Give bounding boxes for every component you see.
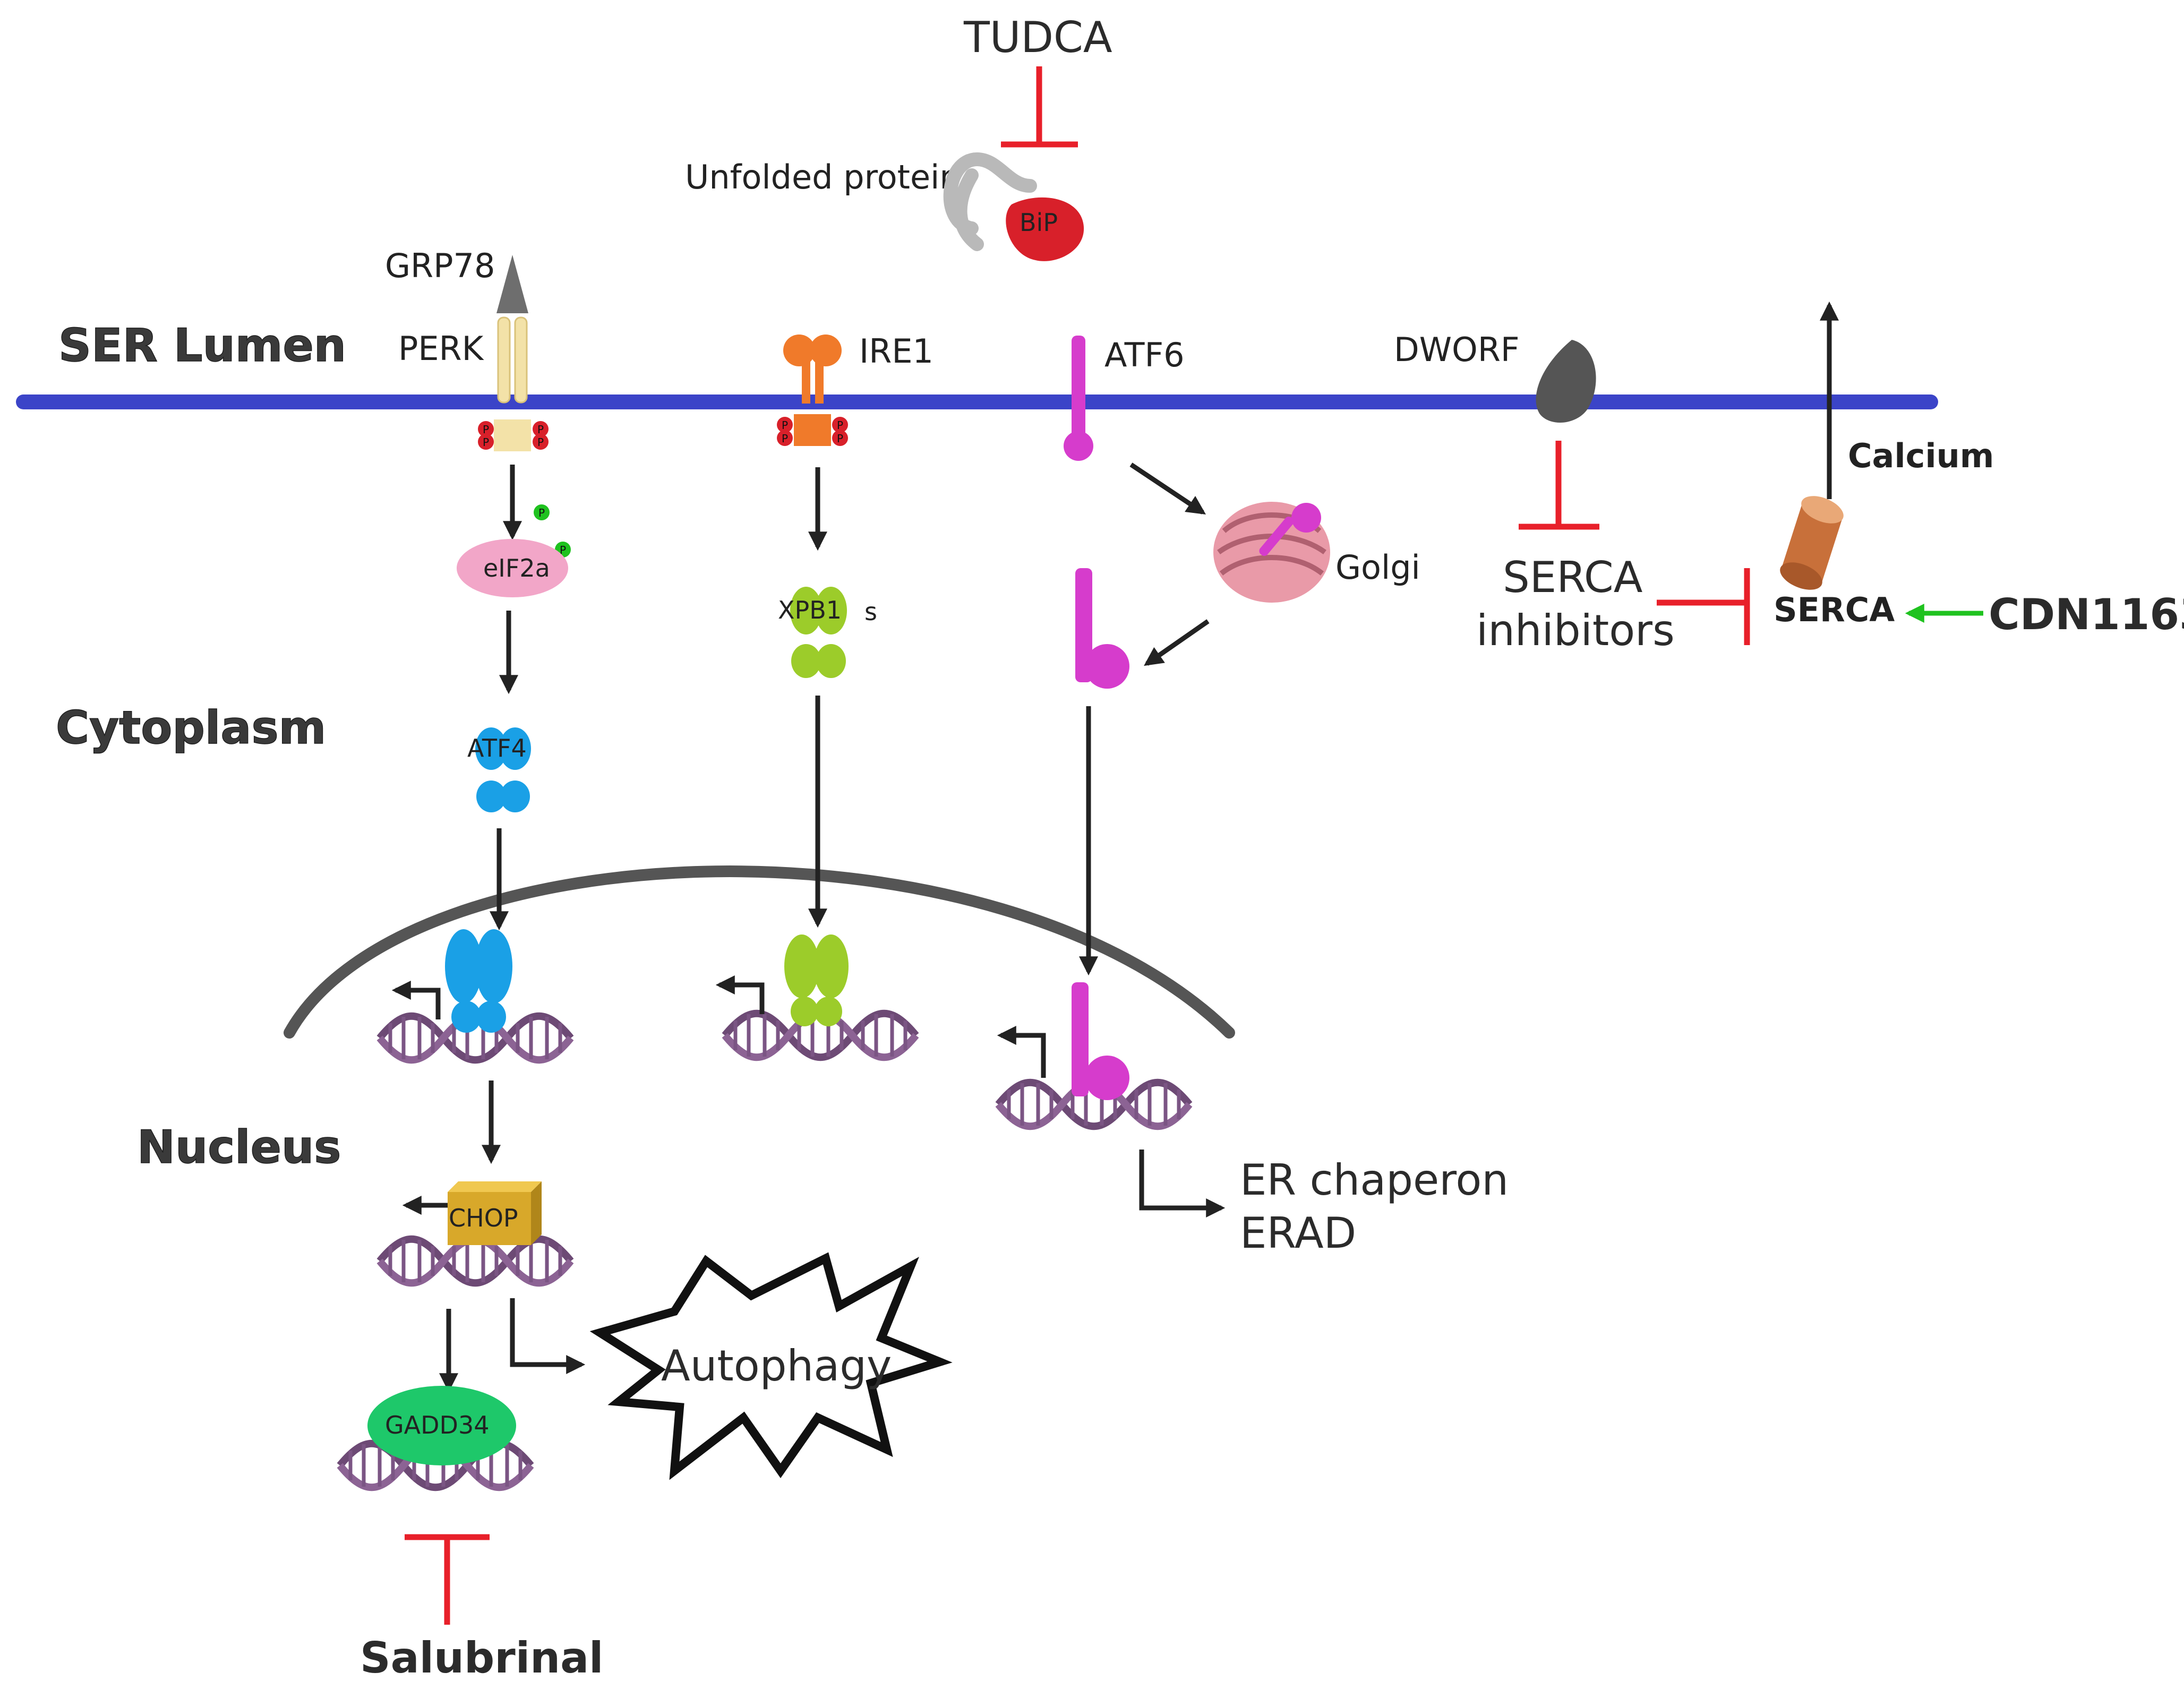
- atf4-transcription-arrow: [391, 981, 441, 1019]
- gadd34-label: GADD34: [385, 1411, 490, 1439]
- golgi-label: Golgi: [1335, 548, 1420, 587]
- phospho-label: P: [537, 423, 544, 436]
- region-label-ser-lumen: SER Lumen: [58, 319, 346, 372]
- ire1-label: IRE1: [859, 332, 933, 371]
- perk-label: PERK: [398, 329, 484, 368]
- dworf-icon: [1536, 340, 1596, 423]
- atf6-receptor-icon: [1064, 336, 1093, 461]
- grp78-label: GRP78: [385, 246, 495, 285]
- xbp1s-label: XPB1: [778, 596, 842, 624]
- xbp1s-icon: [790, 587, 847, 678]
- autophagy-starburst-icon: [589, 1252, 953, 1480]
- phospho-icon: [534, 504, 550, 520]
- golgi-to-atf6-arrow: [1144, 619, 1210, 666]
- er-membrane: [16, 395, 1938, 409]
- chop-to-autophagy-arrow: [510, 1298, 586, 1374]
- eif2a-label: eIF2a: [483, 554, 550, 582]
- atf6-to-golgi-arrow: [1129, 462, 1206, 514]
- chop-label: CHOP: [449, 1204, 518, 1232]
- atf4-label: ATF4: [467, 734, 527, 762]
- atf4-icon: [475, 727, 531, 812]
- unfolded-protein-bip-icon: BiP: [943, 152, 1084, 261]
- grp78-icon: [496, 255, 528, 313]
- phospho-label: P: [782, 432, 788, 445]
- region-label-nucleus: Nucleus: [137, 1121, 341, 1174]
- chop-box-icon: [448, 1181, 542, 1245]
- tudca-label: TUDCA: [963, 13, 1112, 62]
- dna-chop-promoter: [380, 1239, 571, 1283]
- xbp1s-transcription-arrow: [715, 975, 765, 1014]
- salubrinal-label: Salubrinal: [360, 1633, 603, 1683]
- calcium-label: Calcium: [1848, 436, 1994, 475]
- gadd34-icon: [367, 1386, 516, 1465]
- phospho-label: P: [782, 419, 788, 432]
- perk-receptor-icon: [478, 316, 549, 451]
- xbp1s-suffix-label: s: [864, 597, 877, 626]
- atf6-transcription-arrow: [997, 1026, 1046, 1078]
- cleaved-atf6-icon: [1075, 568, 1129, 689]
- unfolded-protein-label: Unfolded protein: [685, 158, 961, 196]
- dworf-label: DWORF: [1394, 330, 1520, 369]
- serca-pump-icon: [1780, 496, 1844, 590]
- phospho-label: P: [537, 436, 544, 449]
- phospho-label: P: [837, 419, 843, 432]
- phospho-label: P: [837, 432, 843, 445]
- ire1-receptor-icon: [777, 335, 848, 446]
- phospho-label: P: [483, 436, 489, 449]
- serca-label: SERCA: [1774, 590, 1895, 629]
- cdn1163-label: CDN1163: [1989, 590, 2184, 639]
- erad-label: ERAD: [1240, 1208, 1356, 1258]
- eif2a-icon: [457, 539, 568, 597]
- er-chaperon-label: ER chaperon: [1240, 1155, 1509, 1205]
- atf6-nuclear-icon: [1072, 982, 1129, 1100]
- xbp1s-nuclear-icon: [784, 934, 849, 1026]
- autophagy-label: Autophagy: [661, 1341, 892, 1391]
- atf4-nuclear-icon: [445, 929, 512, 1033]
- nuclear-envelope: [284, 865, 1235, 1039]
- phospho-label: P: [483, 423, 489, 436]
- bip-label: BiP: [1020, 208, 1058, 237]
- atf6-label: ATF6: [1104, 336, 1185, 374]
- phospho-label: P: [560, 544, 566, 556]
- phospho-label: P: [538, 507, 545, 519]
- serca-inhibitors-label-line2: inhibitors: [1476, 606, 1675, 655]
- serca-inhibitors-label-line1: SERCA: [1503, 553, 1643, 602]
- region-label-cytoplasm: Cytoplasm: [56, 701, 326, 754]
- er-chaperon-erad-arrow: [1139, 1150, 1226, 1217]
- golgi-icon: [1213, 502, 1330, 603]
